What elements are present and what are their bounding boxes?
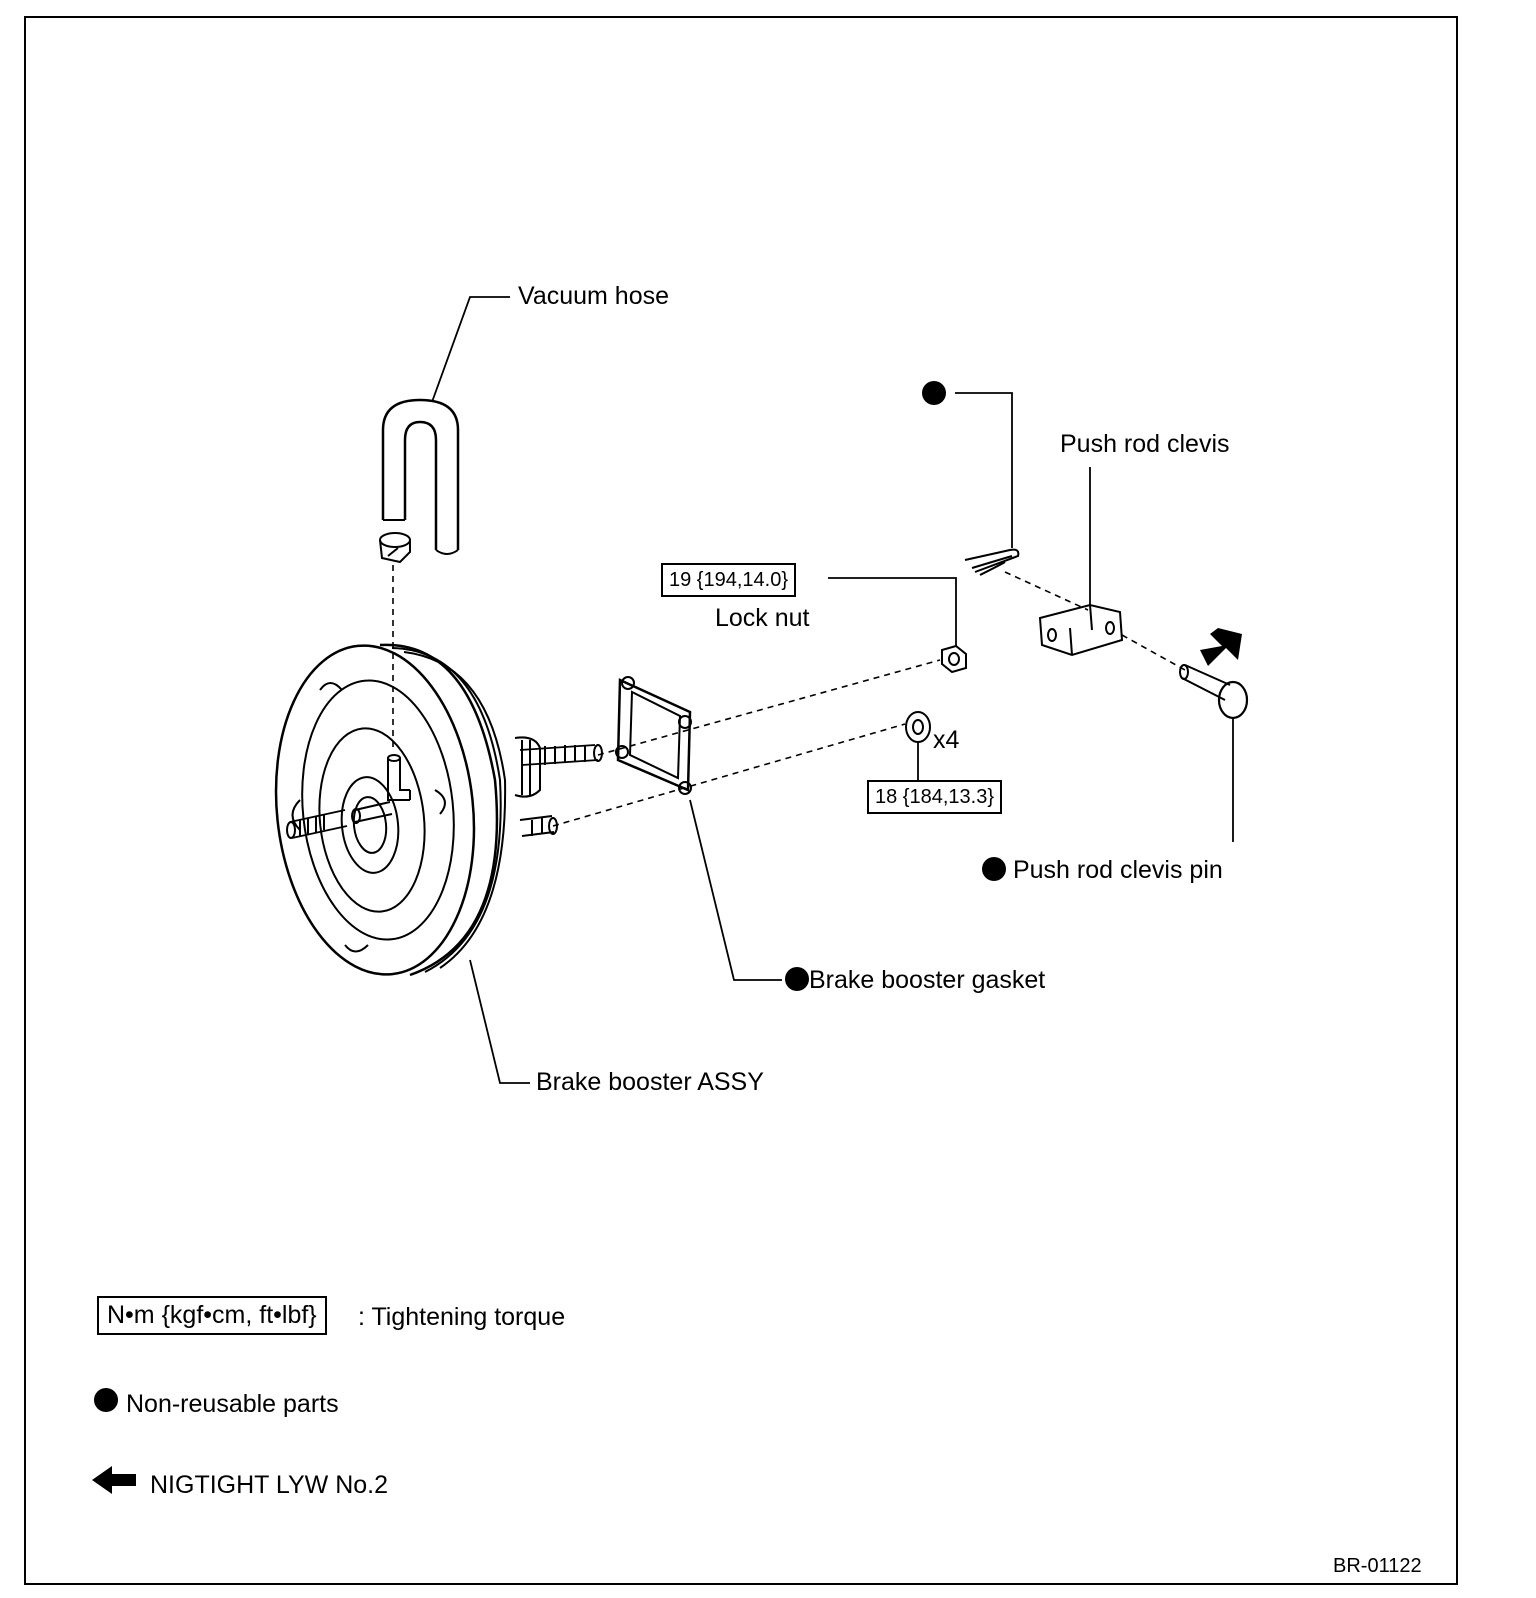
dashed-clevis-to-pin bbox=[1121, 634, 1186, 671]
brake-booster-part bbox=[274, 643, 603, 977]
non-reusable-dot-icon bbox=[982, 857, 1006, 881]
label-brake-booster-assy: Brake booster ASSY bbox=[536, 1068, 764, 1096]
leader-vacuum-hose bbox=[431, 296, 510, 403]
push-rod-clevis-part bbox=[1038, 603, 1124, 657]
grease-arrow-icon bbox=[1200, 628, 1242, 666]
leader-brake-booster bbox=[469, 959, 530, 1084]
label-brake-booster-gasket-text: Brake booster gasket bbox=[809, 966, 1046, 994]
legend-torque-units-box: N•m {kgf•cm, ft•lbf} bbox=[97, 1296, 327, 1335]
dashed-stud-to-locknut bbox=[597, 659, 941, 756]
frame-border bbox=[24, 16, 1458, 1585]
legend-torque-desc: : Tightening torque bbox=[358, 1303, 566, 1331]
figure-code: BR-01122 bbox=[1333, 1555, 1422, 1577]
leader-clip bbox=[955, 392, 1013, 548]
label-push-rod-clevis-pin-text: Push rod clevis pin bbox=[1012, 856, 1223, 884]
label-vacuum-hose: Vacuum hose bbox=[518, 282, 670, 310]
hose-clip-part bbox=[379, 532, 411, 564]
legend-non-reusable: Non-reusable parts bbox=[126, 1390, 339, 1418]
dashed-stud-to-nut bbox=[552, 723, 906, 827]
label-brake-booster-gasket: Brake booster gasket bbox=[785, 967, 1045, 993]
label-lock-nut: Lock nut bbox=[715, 604, 810, 632]
label-nut-count: x4 bbox=[933, 726, 960, 754]
clevis-pin-part bbox=[1179, 664, 1249, 720]
non-reusable-dot-icon bbox=[922, 381, 946, 405]
legend-dot-icon bbox=[94, 1388, 118, 1412]
lock-nut-part bbox=[941, 644, 967, 674]
leader-gasket bbox=[689, 799, 782, 981]
clevis-clip-part bbox=[964, 548, 1020, 576]
non-reusable-dot-icon bbox=[785, 967, 809, 991]
label-push-rod-clevis-pin: Push rod clevis pin bbox=[982, 857, 1223, 883]
gasket-part bbox=[615, 676, 692, 795]
leader-lock-nut bbox=[828, 577, 957, 646]
vacuum-hose-part bbox=[381, 398, 460, 555]
dashed-clip-to-clevis bbox=[1004, 571, 1089, 611]
legend-arrow-icon bbox=[92, 1466, 136, 1494]
torque-box-lock-nut: 19 {194,14.0} bbox=[661, 563, 797, 597]
legend-grease: NIGTIGHT LYW No.2 bbox=[150, 1471, 389, 1499]
label-push-rod-clevis: Push rod clevis bbox=[1060, 430, 1230, 458]
nut-part bbox=[905, 711, 931, 743]
torque-box-nut: 18 {184,13.3} bbox=[867, 780, 1003, 814]
